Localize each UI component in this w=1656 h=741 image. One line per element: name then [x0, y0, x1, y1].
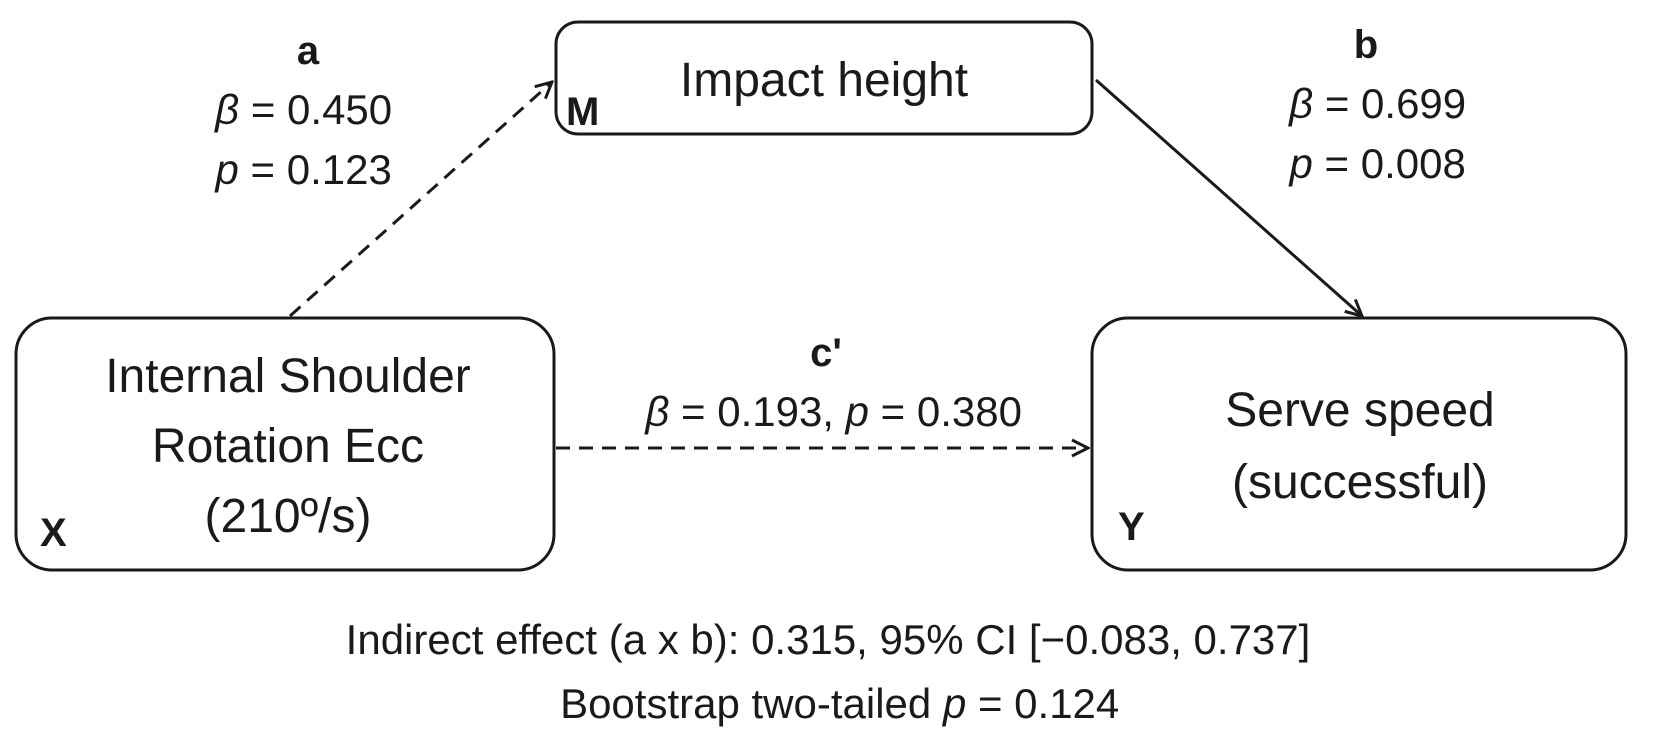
path-c-prime-label: c' — [810, 331, 842, 375]
bootstrap-prefix: Bootstrap two-tailed — [560, 680, 943, 727]
path-a-p: p = 0.123 — [134, 146, 450, 193]
node-x: Internal Shoulder Rotation Ecc (210º/s) … — [14, 316, 556, 572]
path-b-p-symbol: p — [1288, 140, 1313, 187]
path-b-arrow — [1095, 78, 1362, 316]
footer: Indirect effect (a x b): 0.315, 95% CI [… — [346, 616, 1311, 727]
path-a-arrow — [289, 82, 552, 318]
path-a-beta-symbol: β — [213, 86, 239, 133]
bootstrap-text: Bootstrap two-tailed p = 0.124 — [478, 680, 1177, 727]
path-c-prime-beta-symbol: β — [643, 388, 669, 435]
path-b-beta: β = 0.699 — [1207, 80, 1524, 127]
node-x-line3: (210º/s) — [205, 490, 372, 543]
path-a-p-value: = 0.123 — [239, 146, 392, 193]
node-y-line2: (successful) — [1232, 456, 1488, 509]
node-x-line2: Rotation Ecc — [152, 420, 424, 473]
path-a: a β = 0.450 p = 0.123 — [133, 29, 552, 318]
path-a-beta: β = 0.450 — [133, 86, 450, 133]
path-a-label: a — [297, 29, 320, 73]
node-y-letter: Y — [1118, 505, 1145, 549]
path-b-beta-value: = 0.699 — [1313, 80, 1466, 127]
path-c-prime-p-symbol: p — [844, 388, 869, 435]
node-m-name: Impact height — [680, 54, 968, 107]
path-a-beta-value: = 0.450 — [239, 86, 392, 133]
node-m: Impact height M — [554, 20, 1094, 136]
path-c-prime-beta-value: = 0.193, — [669, 388, 845, 435]
path-b-p: p = 0.008 — [1208, 140, 1524, 187]
node-y-box — [1090, 316, 1628, 572]
path-a-p-symbol: p — [214, 146, 239, 193]
node-m-letter: M — [566, 90, 599, 134]
path-b: b β = 0.699 p = 0.008 — [1095, 23, 1524, 316]
path-b-p-value: = 0.008 — [1313, 140, 1466, 187]
indirect-effect-text: Indirect effect (a x b): 0.315, 95% CI [… — [346, 616, 1311, 663]
bootstrap-p-symbol: p — [941, 680, 966, 727]
node-m-box — [554, 20, 1094, 136]
path-c-prime: c' β = 0.193, p = 0.380 — [556, 331, 1088, 448]
path-c-prime-stats: β = 0.193, p = 0.380 — [564, 388, 1081, 435]
node-y-line1: Serve speed — [1225, 384, 1495, 437]
node-x-line1: Internal Shoulder — [105, 350, 471, 403]
path-b-label: b — [1354, 23, 1378, 67]
node-x-box — [14, 316, 556, 572]
node-x-letter: X — [40, 511, 67, 555]
node-y: Serve speed (successful) Y — [1090, 316, 1628, 572]
path-c-prime-p-value: = 0.380 — [869, 388, 1022, 435]
bootstrap-p-value: = 0.124 — [966, 680, 1119, 727]
path-b-beta-symbol: β — [1287, 80, 1313, 127]
